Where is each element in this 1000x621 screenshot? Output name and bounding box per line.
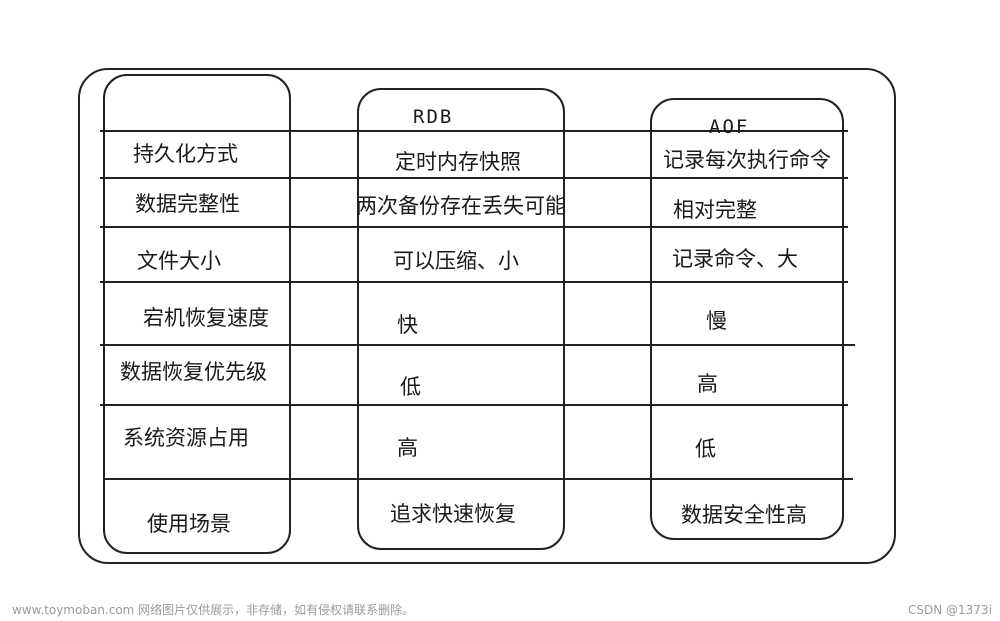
aof-cell: 低 bbox=[695, 437, 716, 461]
row-divider bbox=[100, 281, 848, 283]
rdb-cell: 高 bbox=[397, 436, 418, 460]
row-label: 宕机恢复速度 bbox=[143, 306, 269, 330]
watermark-left: www.toymoban.com 网络图片仅供展示，非存储，如有侵权请联系删除。 bbox=[12, 603, 415, 617]
rdb-cell: 两次备份存在丢失可能 bbox=[356, 194, 566, 218]
row-divider bbox=[100, 226, 848, 228]
aof-cell: 记录每次执行命令 bbox=[663, 148, 831, 172]
row-label: 持久化方式 bbox=[133, 142, 238, 166]
aof-cell: 数据安全性高 bbox=[681, 503, 807, 527]
row-divider bbox=[100, 404, 848, 406]
label-column bbox=[103, 74, 291, 554]
row-divider bbox=[100, 130, 848, 132]
rdb-cell: 快 bbox=[397, 313, 418, 337]
aof-cell: 慢 bbox=[706, 309, 727, 333]
row-label: 系统资源占用 bbox=[123, 426, 249, 450]
aof-header: AOF bbox=[709, 116, 750, 138]
aof-cell: 相对完整 bbox=[673, 198, 757, 222]
aof-cell: 记录命令、大 bbox=[672, 247, 798, 271]
rdb-cell: 可以压缩、小 bbox=[393, 249, 519, 273]
row-label: 数据完整性 bbox=[135, 192, 240, 216]
row-divider bbox=[100, 344, 855, 346]
row-label: 数据恢复优先级 bbox=[120, 360, 267, 384]
row-divider bbox=[105, 478, 853, 480]
rdb-column bbox=[357, 88, 565, 550]
watermark-right: CSDN @1373i bbox=[908, 603, 992, 617]
rdb-cell: 低 bbox=[400, 375, 421, 399]
rdb-cell: 定时内存快照 bbox=[395, 150, 521, 174]
aof-column bbox=[650, 98, 844, 540]
row-divider bbox=[100, 177, 848, 179]
aof-cell: 高 bbox=[697, 372, 718, 396]
row-label: 文件大小 bbox=[137, 249, 221, 273]
rdb-cell: 追求快速恢复 bbox=[390, 502, 516, 526]
row-label: 使用场景 bbox=[147, 512, 231, 536]
rdb-header: RDB bbox=[413, 106, 454, 128]
diagram-frame bbox=[78, 68, 896, 564]
